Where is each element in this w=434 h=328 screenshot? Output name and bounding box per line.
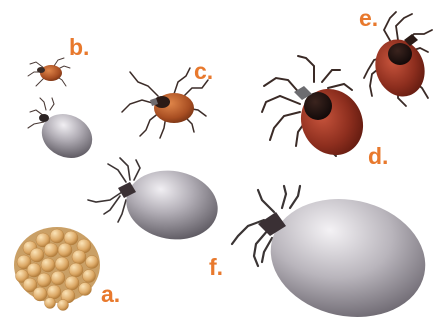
larva-tick [28,58,70,86]
stage-label-f: f. [209,256,223,279]
adult-engorged-female-tick [262,56,375,166]
stage-label-d: d. [368,145,388,168]
engorged-larva-tick [28,98,99,166]
stage-label-a: a. [101,283,120,306]
engorged-nymph-tick [88,158,223,246]
stage-label-b: b. [69,36,89,59]
stage-label-c: c. [194,60,213,83]
fully-engorged-adult-tick [232,185,434,328]
stage-label-e: e. [359,7,378,30]
egg-cluster [14,227,100,311]
